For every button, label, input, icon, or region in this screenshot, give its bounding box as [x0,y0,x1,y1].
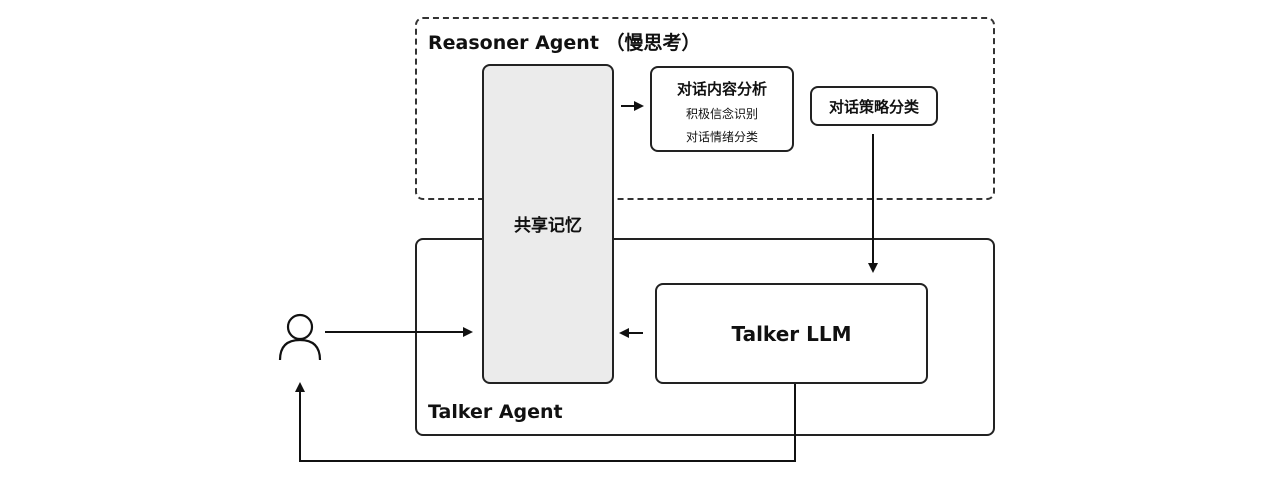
talker-llm-box: Talker LLM [655,283,928,384]
reasoner-agent-frame [415,17,995,200]
shared-memory-label: 共享记忆 [514,216,582,236]
analysis-item-emotion: 对话情绪分类 [685,130,758,144]
content-analysis-title: 对话内容分析 [676,80,767,98]
talker-agent-frame [415,238,995,436]
shared-memory-box: 共享记忆 [482,64,614,384]
arrow-llm-to-user [295,382,796,462]
talker-llm-label: Talker LLM [731,321,852,346]
strategy-classification-box: 对话策略分类 [810,86,938,126]
reasoner-agent-title: Reasoner Agent （慢思考） [428,32,701,54]
content-analysis-box: 对话内容分析 积极信念识别 对话情绪分类 [650,66,794,152]
strategy-classification-label: 对话策略分类 [828,97,919,116]
analysis-item-belief: 积极信念识别 [685,107,758,121]
user-icon [278,313,322,361]
talker-agent-title: Talker Agent [428,401,563,423]
